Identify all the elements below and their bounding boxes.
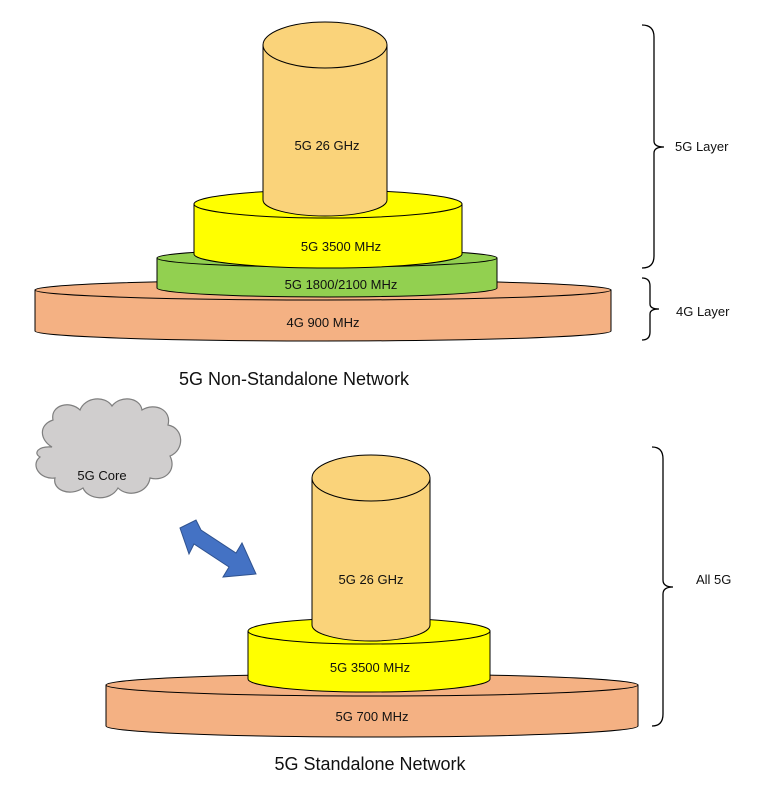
- 4g-layer-bracket: [641, 277, 660, 341]
- sa-title: 5G Standalone Network: [274, 754, 466, 774]
- nsa-title: 5G Non-Standalone Network: [179, 369, 410, 389]
- 4g-layer-label: 4G Layer: [676, 304, 730, 319]
- all-5g-label: All 5G: [696, 572, 731, 587]
- nsa-5g-1800-2100-label: 5G 1800/2100 MHz: [285, 277, 398, 292]
- nsa-5g-3500-disk: [193, 189, 463, 269]
- core-link-double-arrow: [179, 519, 257, 578]
- nsa-4g-900-label: 4G 900 MHz: [287, 315, 360, 330]
- 5g-layer-bracket: [641, 24, 665, 269]
- nsa-5g-26ghz-label: 5G 26 GHz: [294, 138, 359, 153]
- all-5g-bracket: [651, 446, 674, 727]
- nsa-5g-3500-label: 5G 3500 MHz: [301, 239, 381, 254]
- sa-5g-700-label: 5G 700 MHz: [336, 709, 409, 724]
- 5g-core-label: 5G Core: [77, 468, 126, 483]
- sa-5g-26ghz-cylinder: [311, 454, 431, 642]
- nsa-5g-26ghz-cylinder: [262, 21, 388, 217]
- sa-5g-700-disk: [105, 673, 639, 738]
- 5g-core-cloud-icon: [35, 398, 182, 499]
- 5g-layer-label: 5G Layer: [675, 139, 729, 154]
- sa-5g-26ghz-label: 5G 26 GHz: [338, 572, 403, 587]
- sa-5g-3500-label: 5G 3500 MHz: [330, 660, 410, 675]
